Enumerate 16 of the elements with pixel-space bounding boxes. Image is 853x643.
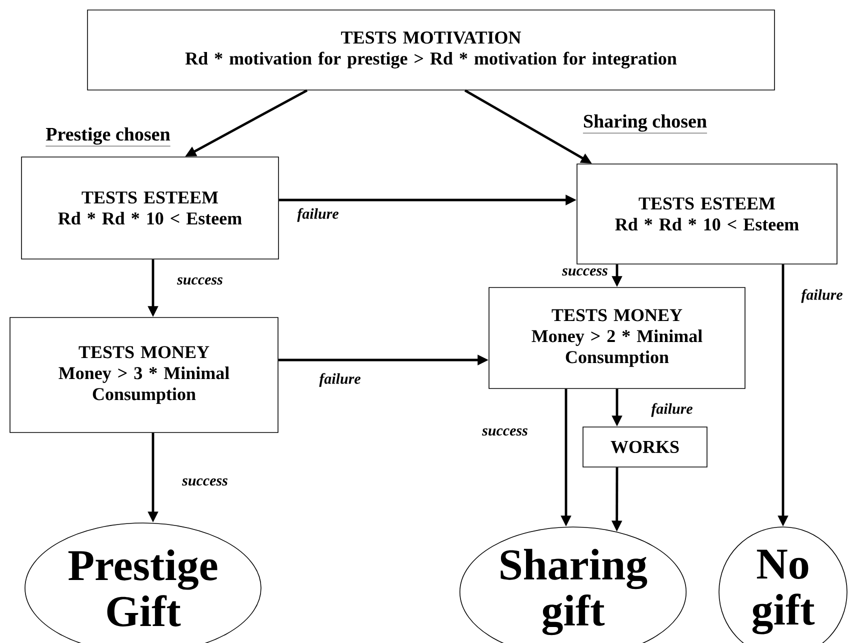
process-box: TESTS ESTEEM Rd * Rd * 10 < Esteem [576, 164, 838, 264]
edge-label: success [481, 427, 529, 437]
edge-label: failure [650, 402, 694, 418]
branch-heading: Sharing chosen [582, 113, 708, 135]
edge-label: failure [800, 288, 844, 304]
edge-label: success [561, 267, 609, 277]
edge-label: success [181, 477, 229, 487]
edge-label: success [176, 276, 224, 286]
edge-label: failure [318, 372, 362, 388]
edge-label: failure [296, 207, 340, 223]
branch-heading: Prestige chosen [44, 126, 172, 148]
process-box: TESTS ESTEEM Rd * Rd * 10 < Esteem [21, 156, 279, 260]
process-box: TESTS MOTIVATION Rd * motivation for prestige > Rd * motivation for integration [87, 10, 775, 90]
process-box: TESTS MONEY Money > 2 * Minimal Consumption [488, 287, 746, 389]
process-box: TESTS MONEY Money > 3 * Minimal Consumption [10, 317, 278, 433]
action-box: WORKS [582, 426, 708, 468]
